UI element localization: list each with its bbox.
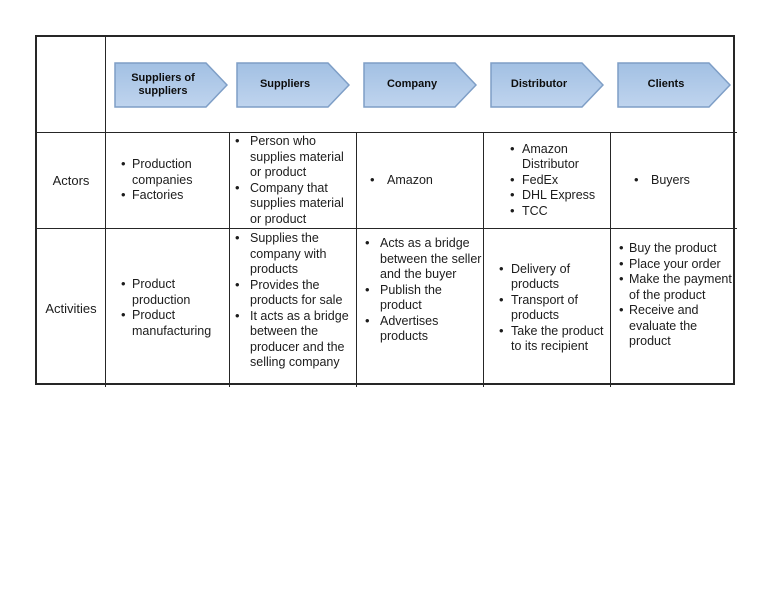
corner-cell <box>37 37 106 133</box>
cell-activities-suppliers-of-suppliers: Product production Product manufacturing <box>106 229 230 387</box>
bullet-item: Product manufacturing <box>119 307 225 339</box>
bullet-item: Take the product to its recipient <box>497 323 608 355</box>
process-step-label: Distributor <box>510 78 568 90</box>
process-step-label: Company <box>386 78 438 90</box>
process-arrow-suppliers: Suppliers <box>236 61 350 108</box>
bullet-item: Amazon Distributor <box>508 141 608 173</box>
bullet-item: Buyers <box>632 172 735 189</box>
process-header-band: Suppliers of suppliers Suppliers Company <box>106 37 737 133</box>
cell-activities-suppliers: Supplies the company with products Provi… <box>230 229 357 387</box>
cell-actors-suppliers: Person who supplies material or product … <box>230 133 357 229</box>
bullet-item: Supplies the company with products <box>233 230 355 278</box>
bullet-item: Company that supplies material or produc… <box>233 180 355 228</box>
bullet-item: Production companies <box>119 156 225 188</box>
chevron-right-icon <box>236 61 350 108</box>
cell-actors-company: Amazon <box>357 133 484 229</box>
bullet-item: FedEx <box>508 172 608 189</box>
process-arrow-company: Company <box>363 61 477 108</box>
bullet-item: Receive and evaluate the product <box>617 302 736 350</box>
arrow-slot-suppliers: Suppliers <box>228 61 355 108</box>
process-step-label: Clients <box>647 78 685 90</box>
row-label-actors: Actors <box>37 133 106 229</box>
bullet-item: Acts as a bridge between the seller and … <box>363 235 482 283</box>
process-arrow-suppliers-of-suppliers: Suppliers of suppliers <box>114 61 228 108</box>
cell-activities-company: Acts as a bridge between the seller and … <box>357 229 484 387</box>
cell-actors-distributor: Amazon Distributor FedEx DHL Express TCC <box>484 133 611 229</box>
bullet-item: Factories <box>119 187 225 204</box>
supply-chain-table: Suppliers of suppliers Suppliers Company <box>35 35 737 387</box>
bullet-item: Amazon <box>368 172 480 189</box>
process-arrow-distributor: Distributor <box>490 61 604 108</box>
cell-actors-clients: Buyers <box>611 133 737 229</box>
bullet-item: Transport of products <box>497 292 608 324</box>
row-label-activities: Activities <box>37 229 106 387</box>
bullet-item: TCC <box>508 203 608 220</box>
cell-activities-clients: Buy the product Place your order Make th… <box>611 229 737 387</box>
process-step-label: Suppliers of suppliers <box>131 71 195 97</box>
process-step-label: Suppliers <box>259 78 311 90</box>
chevron-right-icon <box>490 61 604 108</box>
bullet-item: Provides the products for sale <box>233 277 355 309</box>
bullet-item: Place your order <box>617 256 736 273</box>
process-arrow-clients: Clients <box>617 61 731 108</box>
chevron-right-icon <box>114 61 228 108</box>
bullet-item: Product production <box>119 276 225 308</box>
bullet-item: Buy the product <box>617 240 736 257</box>
cell-activities-distributor: Delivery of products Transport of produc… <box>484 229 611 387</box>
arrow-slot-suppliers-of-suppliers: Suppliers of suppliers <box>106 61 228 108</box>
arrow-slot-company: Company <box>355 61 482 108</box>
bullet-item: Advertises products <box>363 313 482 345</box>
chevron-right-icon <box>617 61 731 108</box>
cell-actors-suppliers-of-suppliers: Production companies Factories <box>106 133 230 229</box>
bullet-item: Make the payment of the product <box>617 271 736 303</box>
bullet-item: DHL Express <box>508 187 608 204</box>
arrow-slot-clients: Clients <box>609 61 731 108</box>
bullet-item: Delivery of products <box>497 261 608 293</box>
bullet-item: It acts as a bridge between the producer… <box>233 308 355 371</box>
arrow-slot-distributor: Distributor <box>482 61 609 108</box>
bullet-item: Publish the product <box>363 282 482 314</box>
chevron-right-icon <box>363 61 477 108</box>
bullet-item: Person who supplies material or product <box>233 133 355 181</box>
